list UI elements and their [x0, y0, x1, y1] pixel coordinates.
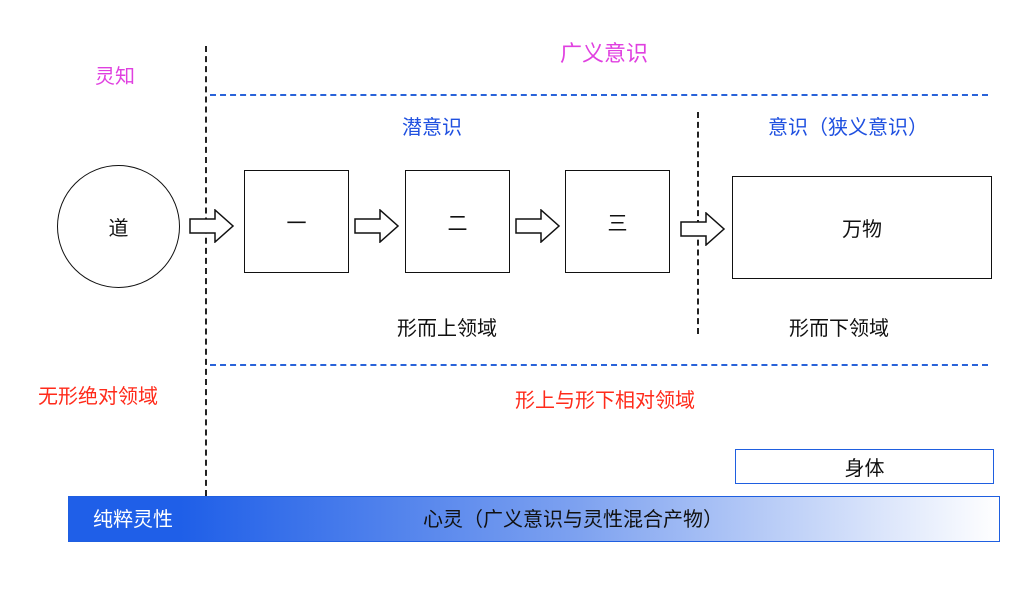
- physical-domain-label: 形而下领域: [789, 316, 889, 340]
- node-dao: 道: [57, 165, 180, 288]
- pure-spirit-label: 纯粹灵性: [93, 507, 173, 531]
- arrow-three-to-wanwu: [680, 212, 726, 246]
- body-bar-label: 身体: [844, 456, 885, 480]
- node-two: 二: [405, 170, 510, 273]
- mind-label: 心灵（广义意识与灵性混合产物）: [423, 507, 723, 531]
- node-one: 一: [244, 170, 349, 273]
- arrow-two-to-three: [515, 209, 561, 243]
- lingzhi-label: 灵知: [95, 64, 135, 88]
- node-one-label: 一: [286, 211, 307, 235]
- node-three-label: 三: [607, 211, 628, 235]
- left-vertical-divider: [205, 46, 207, 496]
- arrow-dao-to-one: [189, 209, 235, 243]
- relative-domain-label: 形上与形下相对领域: [515, 388, 695, 412]
- node-two-label: 二: [447, 211, 468, 235]
- formless-absolute-domain-label: 无形绝对领域: [38, 384, 158, 408]
- broad-consciousness-label: 广义意识: [560, 42, 649, 67]
- node-wanwu: 万物: [732, 176, 992, 279]
- narrow-consciousness-label: 意识（狭义意识）: [768, 115, 928, 139]
- node-dao-label: 道: [108, 216, 129, 240]
- mind-bar: 纯粹灵性 心灵（广义意识与灵性混合产物）: [68, 496, 1000, 542]
- body-bar: 身体: [735, 449, 994, 484]
- node-wanwu-label: 万物: [842, 217, 882, 241]
- metaphysical-domain-label: 形而上领域: [397, 316, 497, 340]
- subconscious-label: 潜意识: [402, 115, 462, 139]
- node-three: 三: [565, 170, 670, 273]
- bottom-horizontal-divider: [210, 364, 988, 366]
- arrow-one-to-two: [354, 209, 400, 243]
- top-horizontal-divider: [210, 94, 988, 96]
